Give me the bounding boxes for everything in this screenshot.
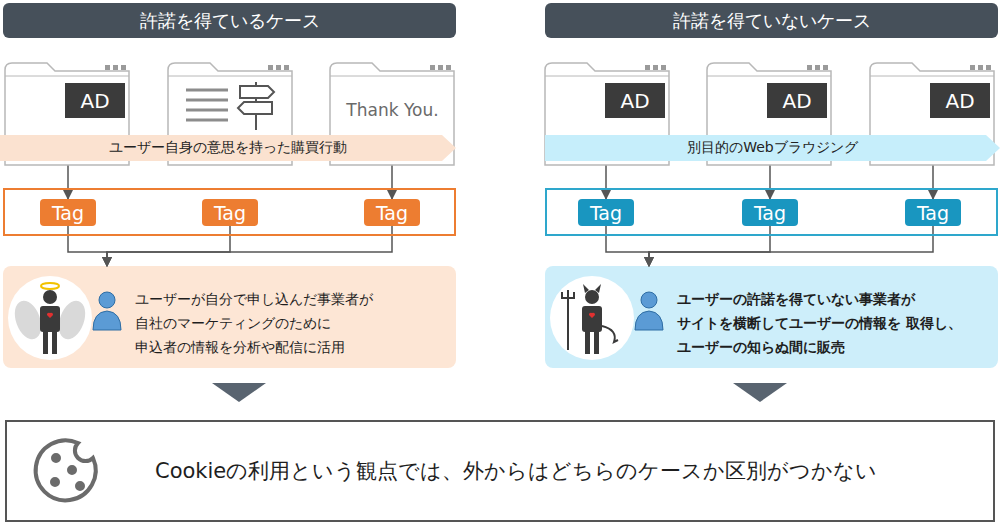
connector xyxy=(769,165,771,199)
ad-label: AD xyxy=(65,83,125,118)
connector xyxy=(606,226,649,266)
connector xyxy=(68,226,107,266)
connector xyxy=(605,165,607,199)
header-box: 許諾を得ているケース xyxy=(3,3,456,38)
info-text: ユーザーが自分で申し込んだ事業者が 自社のマーケティングのために 申込者の情報を… xyxy=(135,287,435,359)
tag-label: Tag xyxy=(52,202,84,224)
tag-box: Tag xyxy=(40,199,96,226)
signpost-icon xyxy=(238,82,274,130)
connector xyxy=(649,226,770,266)
ad-label: AD xyxy=(605,83,665,118)
tag-label: Tag xyxy=(754,202,786,224)
angel-figure xyxy=(8,276,92,360)
ad-label: AD xyxy=(930,83,990,118)
header-text: 許諾を得ていないケース xyxy=(673,9,871,33)
info-box: ユーザーの許諾を得ていない事業者が サイトを横断してユーザーの情報を 取得し、ユ… xyxy=(545,266,998,368)
tag-box: Tag xyxy=(905,199,961,226)
band-box: ユーザー自身の意思を持った購買行動 xyxy=(0,135,456,161)
connector xyxy=(107,226,230,266)
down-triangle xyxy=(733,383,787,402)
down-triangle xyxy=(212,383,266,402)
connector xyxy=(67,165,69,199)
tag-label: Tag xyxy=(917,202,949,224)
connector xyxy=(932,165,934,199)
header-text: 許諾を得ているケース xyxy=(140,9,320,33)
ad-label: AD xyxy=(767,83,827,118)
tag-label: Tag xyxy=(376,202,408,224)
info-ground xyxy=(3,266,456,368)
connector xyxy=(649,226,933,266)
cookie-text: Cookieの利用という観点では、外からはどちらのケースか区別がつかない xyxy=(155,457,877,485)
info-ground xyxy=(545,266,998,368)
devil-figure xyxy=(550,276,634,360)
group-box: Tag Tag Tag xyxy=(3,188,456,236)
connector xyxy=(107,226,392,266)
band-text: ユーザー自身の意思を持った購買行動 xyxy=(109,139,347,157)
tag-box: Tag xyxy=(578,199,634,226)
group-box: Tag Tag Tag xyxy=(545,188,998,236)
band-box: 別目的のWebブラウジング xyxy=(545,135,1000,161)
tag-box: Tag xyxy=(364,199,420,226)
tag-label: Tag xyxy=(214,202,246,224)
tag-box: Tag xyxy=(742,199,798,226)
band-text: 別目的のWebブラウジング xyxy=(687,139,858,157)
cookie-icon xyxy=(36,440,96,500)
window-text: Thank You. xyxy=(330,100,455,120)
tag-box: Tag xyxy=(202,199,258,226)
info-box: ユーザーが自分で申し込んだ事業者が 自社のマーケティングのために 申込者の情報を… xyxy=(3,266,456,368)
connector xyxy=(391,165,393,199)
info-text: ユーザーの許諾を得ていない事業者が サイトを横断してユーザーの情報を 取得し、ユ… xyxy=(677,287,977,359)
cookie-box: Cookieの利用という観点では、外からはどちらのケースか区別がつかない xyxy=(5,420,995,522)
header-box: 許諾を得ていないケース xyxy=(545,3,998,38)
tag-label: Tag xyxy=(590,202,622,224)
